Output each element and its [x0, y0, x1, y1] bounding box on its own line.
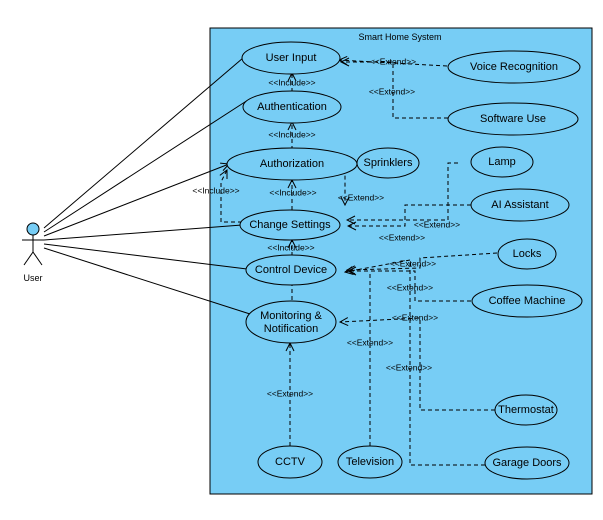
use-case-ai-assistant[interactable]: [470, 188, 570, 222]
extend-label: <<Extend>>: [267, 388, 313, 398]
use-case-authentication[interactable]: [242, 90, 342, 124]
include-label: <<Include>>: [267, 242, 314, 252]
use-case-coffee-machine[interactable]: [471, 284, 583, 318]
label-cctv: CCTV: [275, 456, 306, 468]
label-authorization: Authorization: [260, 158, 324, 170]
use-case-monitoring-notification[interactable]: [245, 300, 337, 344]
label-garage-doors: Garage Doors: [492, 457, 562, 469]
label-television: Television: [346, 456, 394, 468]
extend-label: <<Extend>>: [392, 312, 438, 322]
label-monitoring-line2: Notification: [264, 323, 318, 335]
relation-labels: <<Include>> <<Include>> <<Include>> <<In…: [192, 56, 460, 398]
extend-relations: [290, 60, 498, 466]
use-cases: [226, 41, 583, 480]
use-case-thermostat[interactable]: [494, 394, 558, 426]
extend-label: <<Extend>>: [370, 56, 416, 66]
extend-label: <<Extend>>: [386, 362, 432, 372]
include-label: <<Include>>: [269, 187, 316, 197]
label-authentication: Authentication: [257, 101, 327, 113]
actor-label: User: [23, 273, 42, 283]
actor-user: User: [22, 222, 44, 283]
use-case-garage-doors[interactable]: [484, 446, 570, 480]
label-voice-recognition: Voice Recognition: [470, 61, 558, 73]
extend-label: <<Extend>>: [379, 232, 425, 242]
use-case-control-device[interactable]: [245, 254, 337, 286]
include-relations: [221, 73, 292, 300]
extend-label: <<Extend>>: [369, 86, 415, 96]
label-coffee-machine: Coffee Machine: [489, 295, 566, 307]
label-locks: Locks: [513, 248, 542, 260]
include-label: <<Include>>: [268, 129, 315, 139]
extend-label: <<Extend>>: [390, 258, 436, 268]
system-title: Smart Home System: [358, 32, 441, 42]
use-case-locks[interactable]: [497, 238, 557, 270]
label-lamp: Lamp: [488, 156, 516, 168]
label-control-device: Control Device: [255, 264, 327, 276]
use-case-television[interactable]: [337, 445, 403, 479]
label-sprinklers: Sprinklers: [364, 157, 413, 169]
label-user-input: User Input: [266, 52, 317, 64]
include-label: <<Include>>: [268, 77, 315, 87]
use-case-change-settings[interactable]: [239, 209, 341, 241]
use-case-sprinklers[interactable]: [356, 147, 420, 179]
include-label: <<Include>>: [192, 185, 239, 195]
use-case-software-use[interactable]: [447, 102, 579, 136]
use-case-user-input[interactable]: [241, 41, 341, 75]
label-software-use: Software Use: [480, 113, 546, 125]
use-case-voice-recognition[interactable]: [447, 50, 581, 84]
extend-label: <<Extend>>: [387, 282, 433, 292]
actor-associations: [43, 57, 251, 315]
label-monitoring-line1: Monitoring &: [260, 310, 322, 322]
use-case-labels: User Input Authentication Authorization …: [249, 52, 565, 469]
extend-label: <<Extend>>: [338, 192, 384, 202]
label-thermostat: Thermostat: [498, 404, 554, 416]
label-change-settings: Change Settings: [249, 219, 331, 231]
use-case-lamp[interactable]: [470, 146, 534, 178]
use-case-cctv[interactable]: [257, 445, 323, 479]
label-ai-assistant: AI Assistant: [491, 199, 548, 211]
extend-label: <<Extend>>: [414, 219, 460, 229]
extend-label: <<Extend>>: [347, 337, 393, 347]
